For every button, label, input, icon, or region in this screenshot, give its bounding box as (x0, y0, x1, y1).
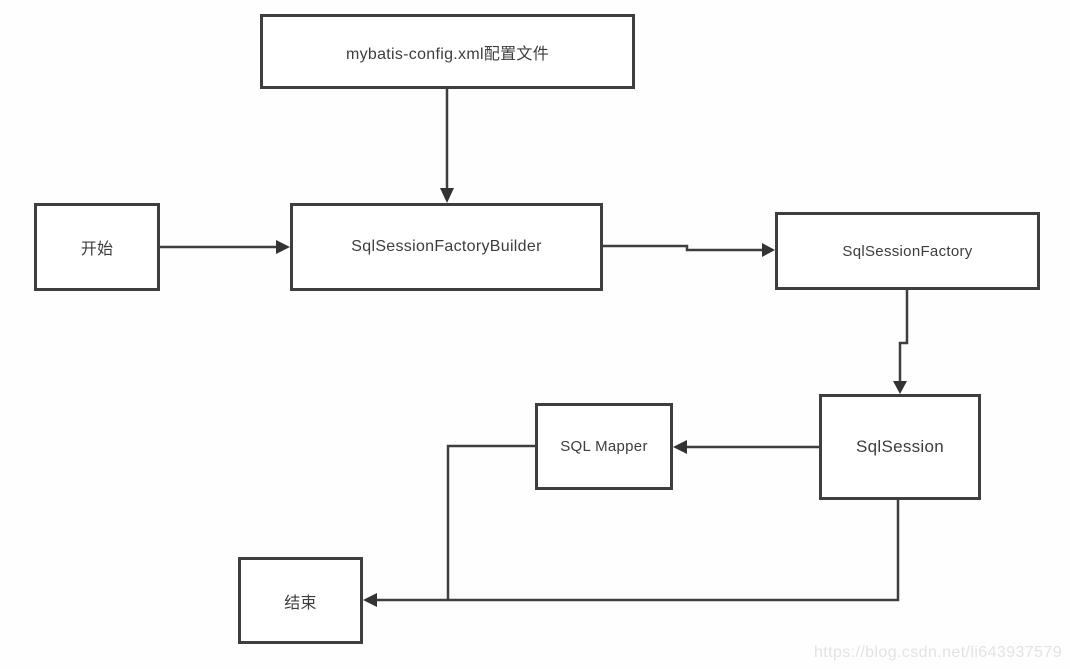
edge-session-mapper (673, 440, 819, 454)
node-label: mybatis-config.xml配置文件 (345, 45, 550, 63)
node-sql-mapper: SQL Mapper (535, 403, 673, 490)
node-label: SqlSession (855, 437, 945, 456)
node-label: 结束 (284, 594, 317, 612)
node-end: 结束 (238, 557, 363, 644)
edge-factory-session (893, 290, 909, 394)
node-label: SqlSessionFactoryBuilder (351, 238, 542, 255)
node-label: SqlSessionFactory (842, 242, 973, 260)
node-label: 开始 (80, 241, 114, 258)
node-sqlsession: SqlSession (819, 394, 981, 500)
edge-mapper-join (446, 444, 535, 600)
node-start: 开始 (34, 203, 160, 291)
node-sqlsessionfactorybuilder: SqlSessionFactoryBuilder (290, 203, 603, 291)
edge-config-builder (440, 89, 454, 203)
edge-start-builder (160, 240, 290, 254)
edge-builder-factory (603, 243, 775, 257)
node-mybatis-config-file: mybatis-config.xml配置文件 (260, 14, 635, 89)
csdn-watermark: https://blog.csdn.net/li643937579 (813, 644, 1062, 661)
edge-session-end (363, 500, 900, 607)
node-label: SQL Mapper (560, 438, 648, 455)
node-sqlsessionfactory: SqlSessionFactory (775, 212, 1040, 290)
